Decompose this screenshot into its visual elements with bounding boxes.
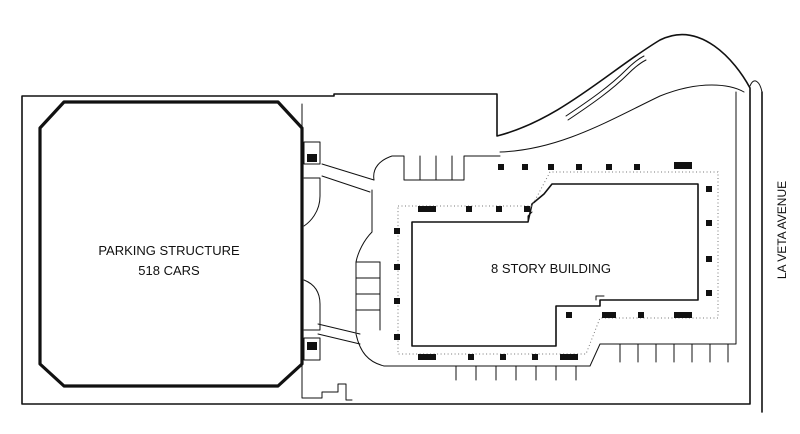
driveway-edge <box>355 155 501 333</box>
stair-core-north <box>303 141 321 165</box>
building-notch <box>527 211 605 301</box>
service-structure <box>301 383 353 401</box>
ramp-south <box>303 279 321 331</box>
stair-core-south <box>303 337 321 361</box>
bridge-south <box>317 323 361 345</box>
stair-core-north-fill <box>307 154 317 162</box>
building-name: 8 STORY BUILDING <box>491 261 611 276</box>
bridge-north <box>321 163 375 193</box>
tree-markers <box>394 162 712 360</box>
ramp-north <box>303 177 321 227</box>
parking-structure-outline <box>38 100 304 388</box>
landscape-strip-inner <box>567 59 647 121</box>
landscape-strip <box>565 55 645 117</box>
plaza-curve <box>355 91 737 367</box>
parking-structure-capacity: 518 CARS <box>138 263 200 278</box>
building-outline <box>411 183 699 347</box>
parking-structure-name: PARKING STRUCTURE <box>98 243 240 258</box>
access-road-curve <box>499 84 745 153</box>
property-boundary <box>21 33 751 405</box>
street-curb <box>749 80 763 93</box>
stair-core-south-fill <box>307 342 317 350</box>
street-name: LA VETA AVENUE <box>775 181 789 279</box>
parking-stalls <box>355 155 729 381</box>
